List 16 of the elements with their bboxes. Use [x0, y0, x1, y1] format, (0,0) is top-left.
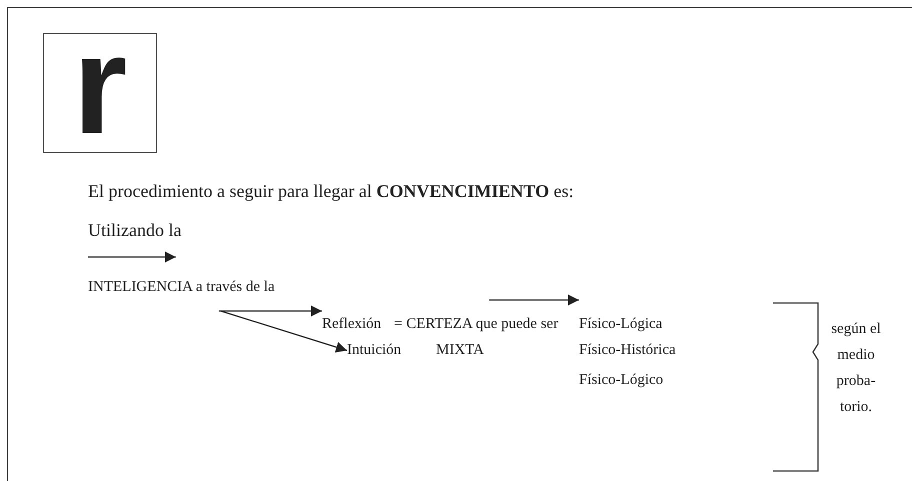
- text-phrase: Físico-Lógica: [579, 300, 662, 334]
- initial-letter-box: r: [43, 33, 157, 153]
- arrow: [88, 252, 176, 262]
- side-note: según el medio proba- torio.: [830, 320, 882, 417]
- arrow: [218, 306, 322, 316]
- text-phrase: Reflexión: [322, 311, 382, 334]
- text-phrase: MIXTA: [436, 342, 484, 360]
- intro-sentence: El procedimiento a seguir para llegar al CONVENCIMIENTO es:: [88, 181, 574, 202]
- text-phrase: INTELIGENCIA a través de la: [88, 257, 275, 312]
- text-phrase: = CERTEZA que puede ser: [394, 300, 558, 334]
- text-phrase: Utilizando la: [88, 220, 182, 257]
- text-phrase: Físico-Lógico: [579, 372, 664, 390]
- text-phrase: Intuición: [347, 342, 402, 360]
- text-phrase: Físico-Histórica: [579, 342, 676, 360]
- arrow: [489, 294, 579, 306]
- arrow: [220, 310, 348, 352]
